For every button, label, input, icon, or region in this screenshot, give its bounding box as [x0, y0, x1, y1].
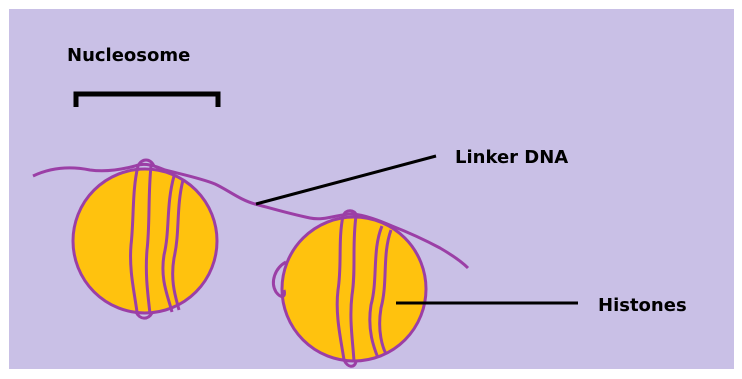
dna-wrap-left-bottom [134, 311, 154, 320]
nucleosome-label: Nucleosome [67, 45, 190, 66]
dna-wrap-right-3 [368, 225, 384, 359]
dna-wrap-right-4 [378, 229, 393, 355]
dna-strand [32, 162, 470, 270]
dna-wrap-left-2 [144, 165, 153, 315]
dna-wrap-left-top [136, 158, 156, 167]
dna-wrap-left-1 [129, 165, 140, 313]
dna-wrap-right-top [341, 209, 359, 217]
histones-label: Histones [598, 295, 687, 316]
histone-core-left [71, 167, 219, 315]
linker-dna-label: Linker DNA [455, 147, 568, 168]
dna-wrap-right-2 [349, 215, 358, 363]
nucleosome-bracket [73, 91, 221, 107]
dna-wrap-right-1 [335, 215, 346, 361]
dna-loop-right-left [271, 260, 287, 298]
dna-wrap-left-3 [161, 175, 176, 313]
dna-wrap-right-bottom [342, 359, 358, 368]
linker-dna-pointer [255, 154, 437, 206]
dna-wrap-left-4 [171, 179, 185, 311]
